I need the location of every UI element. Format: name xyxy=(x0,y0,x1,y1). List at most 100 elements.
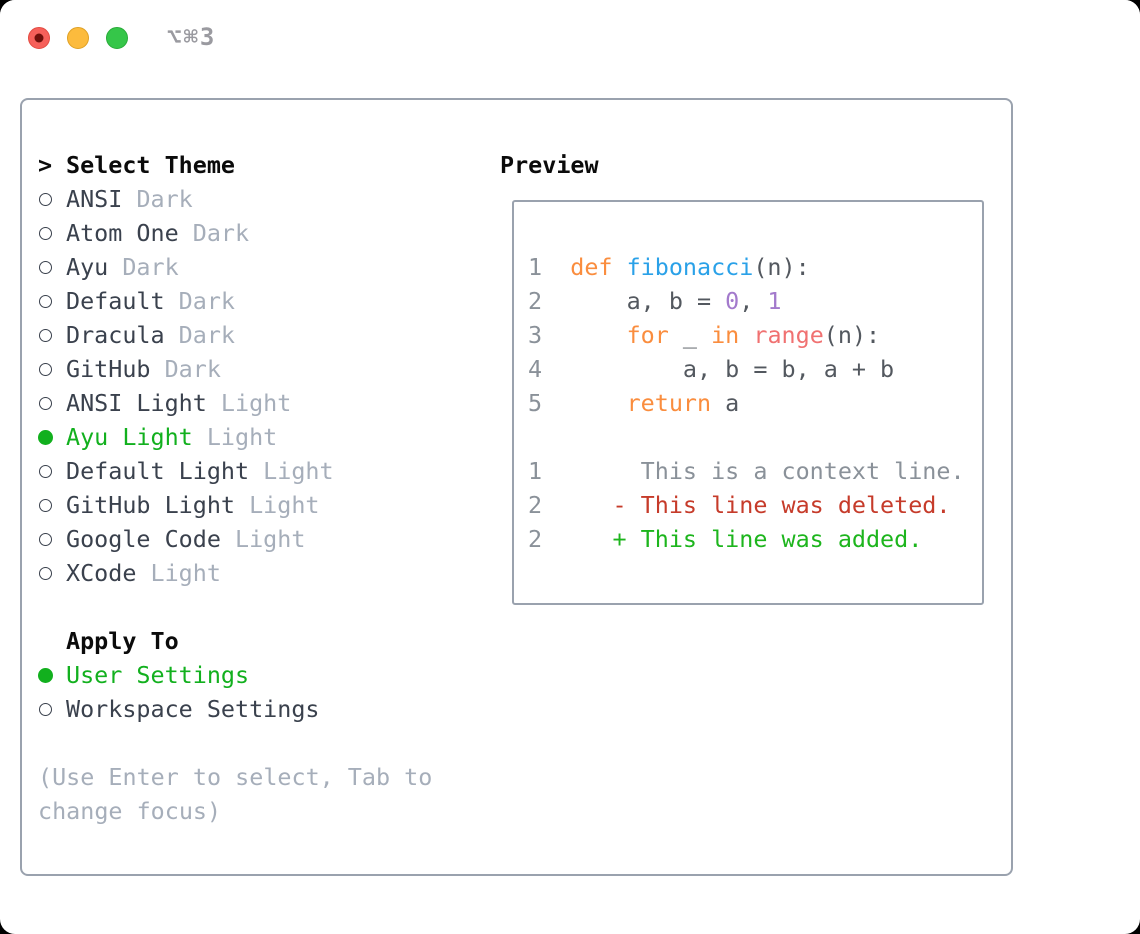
line-number: 2 xyxy=(528,525,571,553)
theme-variant-tag: Dark xyxy=(136,185,193,213)
code-line: 3 for _ in range(n): xyxy=(528,318,982,352)
code-token: a, b = xyxy=(570,287,726,315)
line-number: 2 xyxy=(528,491,571,519)
radio-marker xyxy=(38,294,66,308)
line-number: 5 xyxy=(528,389,571,417)
radio-marker xyxy=(38,226,66,240)
theme-name: GitHub xyxy=(66,355,151,383)
theme-variant-tag: Dark xyxy=(192,219,250,247)
code-token xyxy=(570,321,626,349)
theme-option-google-code[interactable]: Google Code Light xyxy=(38,522,462,556)
code-token: _ xyxy=(668,321,712,349)
radio-marker xyxy=(38,192,66,206)
spacer xyxy=(528,420,982,454)
theme-picker-header-row: > Select Theme xyxy=(38,148,462,182)
diff-line-added: 2 + This line was added. xyxy=(528,522,982,556)
theme-option-xcode[interactable]: XCode Light xyxy=(38,556,462,590)
code-token: for xyxy=(626,321,669,349)
radio-marker xyxy=(38,328,66,342)
radio-icon xyxy=(39,396,52,410)
code-token: 1 xyxy=(767,287,782,315)
diff-line-deleted: 2 - This line was deleted. xyxy=(528,488,982,522)
theme-name: ANSI Light xyxy=(66,389,207,417)
radio-icon xyxy=(39,464,52,478)
theme-name: Default xyxy=(66,287,165,315)
apply-option-workspace-settings[interactable]: Workspace Settings xyxy=(38,692,462,726)
radio-selected-icon xyxy=(38,429,53,445)
code-line: 1 def fibonacci(n): xyxy=(528,250,982,284)
radio-marker xyxy=(38,260,66,274)
minimize-button[interactable] xyxy=(67,27,89,49)
code-token: a xyxy=(711,389,740,417)
radio-icon xyxy=(39,362,52,376)
radio-marker xyxy=(38,566,66,580)
apply-option-user-settings[interactable]: User Settings xyxy=(38,658,462,692)
radio-icon xyxy=(39,226,52,240)
radio-icon xyxy=(39,532,52,546)
apply-to-title: Apply To xyxy=(66,627,179,655)
theme-variant-tag: Light xyxy=(235,525,306,553)
code-line: 2 a, b = 0, 1 xyxy=(528,284,982,318)
theme-name: XCode xyxy=(66,559,137,587)
theme-variant-tag: Light xyxy=(249,491,320,519)
code-token: return xyxy=(626,389,712,417)
theme-picker-title: Select Theme xyxy=(66,151,235,179)
code-token: 0 xyxy=(725,287,740,315)
code-token: , xyxy=(739,287,768,315)
apply-to-header-row: Apply To xyxy=(38,624,462,658)
diff-text: + This line was added. xyxy=(570,525,923,553)
code-token: in xyxy=(711,321,740,349)
apply-option-label: User Settings xyxy=(66,661,250,689)
chevron-right-icon: > xyxy=(38,151,53,179)
radio-icon xyxy=(39,192,52,206)
code-token xyxy=(613,253,627,281)
code-token xyxy=(570,389,626,417)
radio-marker xyxy=(38,464,66,478)
diff-line-context: 1 This is a context line. xyxy=(528,454,982,488)
theme-name: Ayu xyxy=(66,253,109,281)
code-token: fibonacci xyxy=(626,253,754,281)
code-token: (n): xyxy=(823,321,881,349)
zoom-button[interactable] xyxy=(106,27,128,49)
line-number: 3 xyxy=(528,321,571,349)
line-number: 4 xyxy=(528,355,571,383)
code-token: def xyxy=(570,253,613,281)
theme-variant-tag: Light xyxy=(150,559,221,587)
spacer xyxy=(38,726,462,760)
radio-marker xyxy=(38,498,66,512)
radio-selected-marker xyxy=(38,429,66,445)
radio-selected-icon xyxy=(38,667,53,683)
close-button[interactable] xyxy=(28,27,50,49)
radio-icon xyxy=(39,498,52,512)
line-number: 1 xyxy=(528,253,571,281)
theme-option-github[interactable]: GitHub Dark xyxy=(38,352,462,386)
radio-selected-marker xyxy=(38,667,66,683)
theme-name: Google Code xyxy=(66,525,221,553)
line-number: 1 xyxy=(528,457,571,485)
radio-icon xyxy=(39,328,52,342)
theme-variant-tag: Light xyxy=(220,389,292,417)
line-number: 2 xyxy=(528,287,571,315)
keyboard-hint: (Use Enter to select, Tab to change focu… xyxy=(38,763,433,825)
spacer xyxy=(38,590,462,624)
code-token: (n): xyxy=(753,253,810,281)
cursor-marker: > xyxy=(38,151,66,179)
apply-option-label: Workspace Settings xyxy=(66,695,320,723)
theme-variant-tag: Light xyxy=(206,423,278,451)
theme-option-ansi-light[interactable]: ANSI Light Light xyxy=(38,386,462,420)
diff-text: - This line was deleted. xyxy=(570,491,951,519)
theme-variant-tag: Dark xyxy=(164,355,221,383)
diff-preview: 1 This is a context line.2 - This line w… xyxy=(528,454,982,556)
radio-marker xyxy=(38,396,66,410)
